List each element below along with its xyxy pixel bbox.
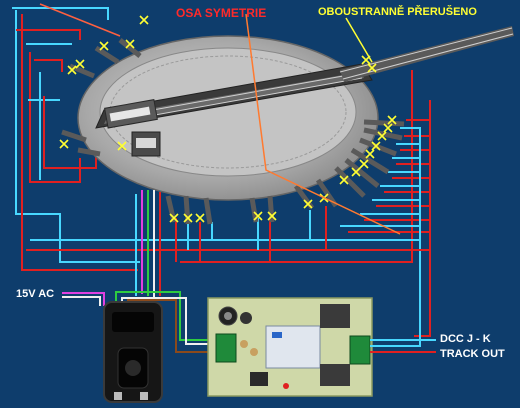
relay-board xyxy=(207,297,373,397)
symmetry-axis-label: OSA SYMETRIE xyxy=(176,6,267,20)
track-out-label: TRACK OUT xyxy=(440,348,505,360)
right-wiring xyxy=(26,70,431,347)
turntable xyxy=(77,35,379,201)
dcc-input-label: DCC J - K xyxy=(440,333,491,345)
dcc-track-wires xyxy=(370,339,436,353)
power-module xyxy=(103,301,163,403)
annotation-pointers xyxy=(39,3,401,235)
power-input-label: 15V AC xyxy=(16,288,55,300)
bottom-feeders xyxy=(175,206,327,262)
power-input-wires xyxy=(62,292,105,306)
insulator-marks xyxy=(59,15,397,223)
exit-track xyxy=(339,26,514,82)
double-break-label: OBOUSTRANNĚ PŘERUŠENO xyxy=(318,6,477,18)
